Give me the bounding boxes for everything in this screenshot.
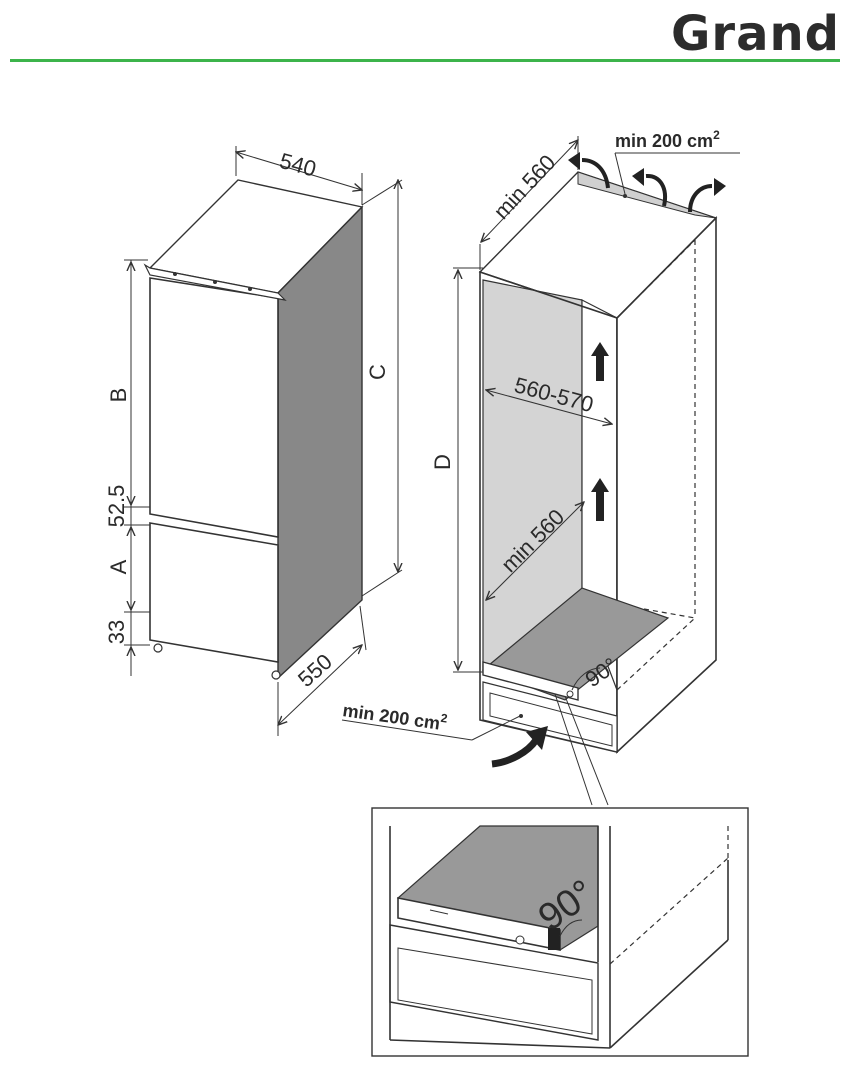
- top-ventilation: min 200 cm2: [568, 128, 740, 213]
- dim-a-label: A: [106, 559, 131, 574]
- dim-d-label: D: [430, 454, 455, 470]
- refrigerator-drawing: [143, 179, 364, 680]
- vent-top-label: min 200 cm2: [615, 128, 720, 151]
- brand-logo: Grand: [671, 6, 840, 62]
- width-label: 540: [277, 148, 319, 182]
- height-d-dimension: D: [430, 267, 483, 673]
- vent-bottom-label: min 200 cm2: [341, 697, 448, 734]
- header-divider: [10, 59, 840, 62]
- dim-c-label: C: [365, 364, 390, 380]
- gap-label: 52.5: [104, 485, 129, 528]
- header: Grand: [0, 0, 849, 70]
- plinth-label: 33: [104, 620, 129, 644]
- height-c-dimension: C: [361, 180, 402, 597]
- dim-b-label: B: [106, 388, 131, 403]
- detail-inset: 90°: [371, 807, 749, 1057]
- left-height-dimensions: B 52.5 A 33: [104, 259, 150, 676]
